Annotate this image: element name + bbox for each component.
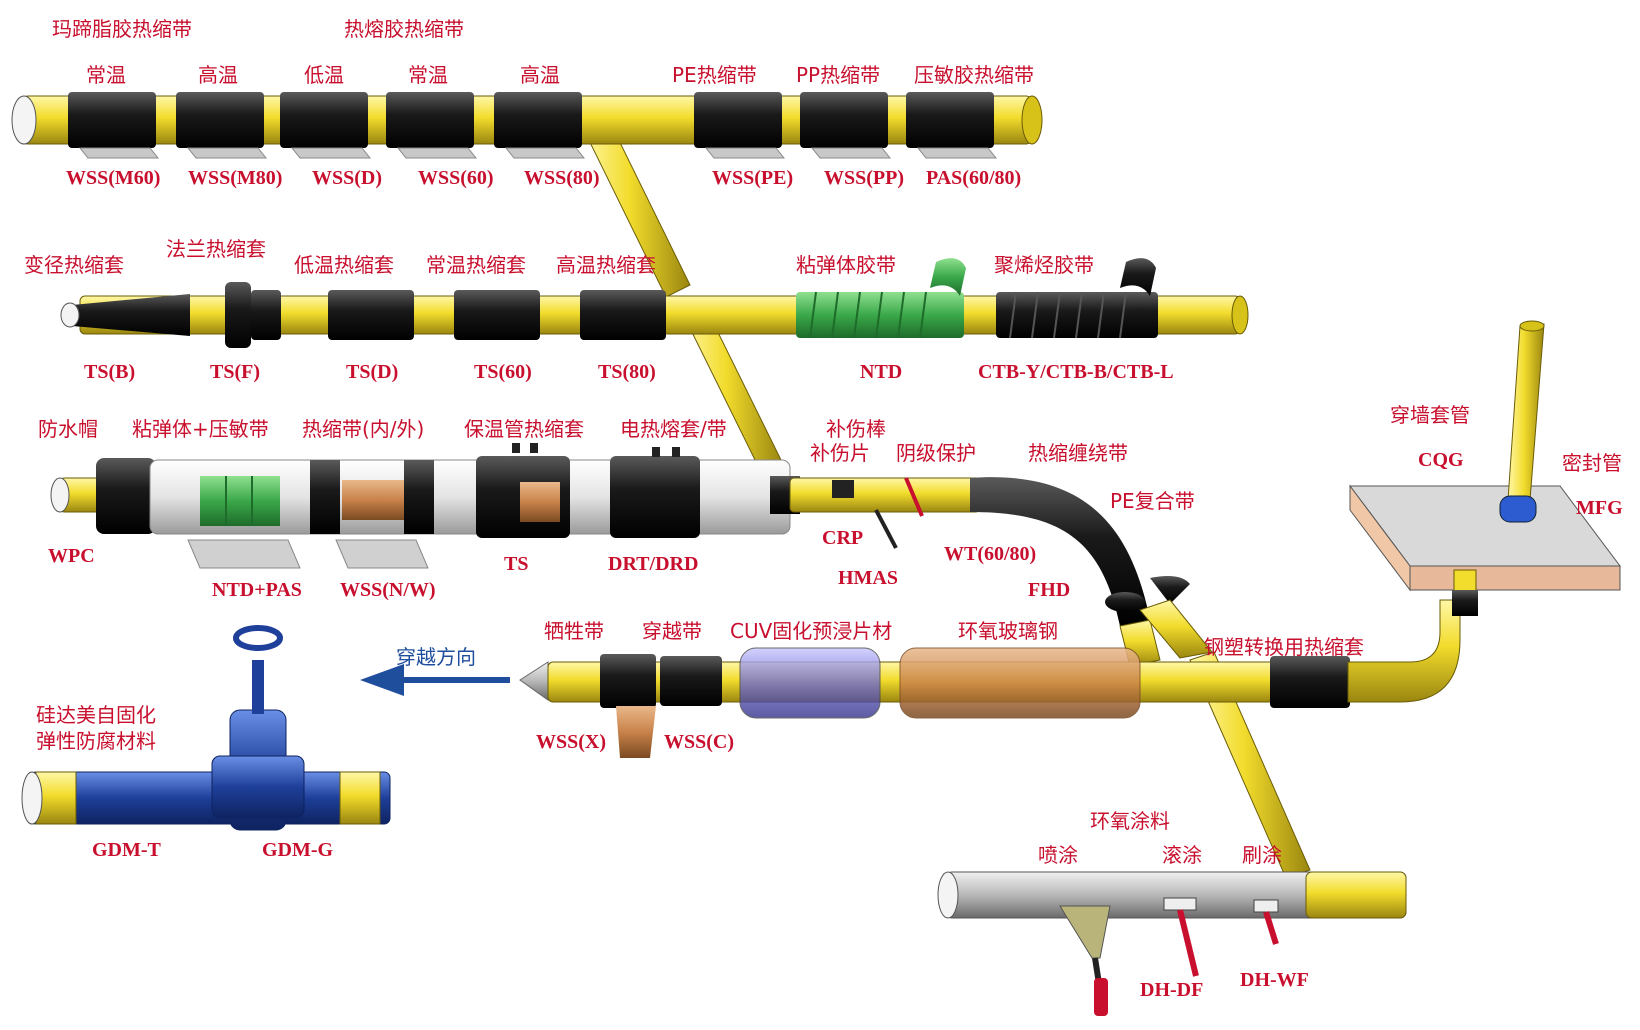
label-flange-sleeve: 法兰热缩套 — [166, 237, 266, 261]
code-ctb: CTB-Y/CTB-B/CTB-L — [978, 361, 1174, 383]
code-ts-b: TS(B) — [84, 361, 135, 383]
wall-penetration — [1349, 320, 1621, 616]
code-wss-m60: WSS(M60) — [66, 167, 160, 189]
label-roll: 滚涂 — [1162, 843, 1202, 867]
row4-pipe — [519, 599, 1461, 758]
label-brush: 刷涂 — [1242, 843, 1282, 867]
code-ntd: NTD — [860, 361, 902, 383]
code-crp: CRP — [822, 527, 863, 549]
label-low-temp: 低温 — [304, 63, 344, 87]
code-mfg: MFG — [1576, 497, 1623, 519]
label-pe-tape: PE热缩带 — [672, 63, 757, 87]
code-gdm-g: GDM-G — [262, 839, 334, 861]
code-ts-f: TS(F) — [210, 361, 260, 383]
label-normal-temp-1: 常温 — [86, 63, 126, 87]
label-viscoelastic-tape: 粘弹体胶带 — [796, 253, 896, 277]
wrapped-bend — [970, 477, 1150, 626]
row2-pipe — [60, 258, 1249, 348]
label-wrap-tape: 热缩缠绕带 — [1028, 441, 1128, 465]
label-seal-tube: 密封管 — [1562, 451, 1622, 475]
code-wss-80: WSS(80) — [524, 167, 600, 189]
label-sacrificial-tape: 牺牲带 — [544, 619, 604, 643]
row3-pipe — [50, 443, 1190, 667]
code-wss-pp: WSS(PP) — [824, 167, 904, 189]
label-high-temp-2: 高温 — [520, 63, 560, 87]
code-wss-x: WSS(X) — [536, 731, 606, 753]
label-silicone-line1: 硅达美自固化 — [36, 703, 156, 727]
labels: 玛蹄脂胶热缩带 热熔胶热缩带 常温 高温 低温 常温 高温 PE热缩带 PP热缩… — [24, 17, 1623, 1001]
label-normal-temp-2: 常温 — [408, 63, 448, 87]
label-steel-plastic: 钢塑转换用热缩套 — [1204, 635, 1364, 659]
label-cuv-sheet: CUV固化预浸片材 — [730, 619, 892, 643]
code-wss-pe: WSS(PE) — [712, 167, 793, 189]
code-ts-80: TS(80) — [598, 361, 656, 383]
code-wt-6080: WT(60/80) — [944, 543, 1036, 565]
code-gdm-t: GDM-T — [92, 839, 162, 861]
code-ts-60: TS(60) — [474, 361, 532, 383]
label-group-mastic: 玛蹄脂胶热缩带 — [52, 17, 192, 41]
label-repair-patch: 补伤片 — [810, 441, 870, 465]
label-waterproof-cap: 防水帽 — [38, 417, 98, 441]
crossing-direction-arrow — [360, 664, 510, 696]
label-pe-composite: PE复合带 — [1110, 489, 1195, 513]
label-crossing-tape: 穿越带 — [642, 619, 702, 643]
label-visco-psa: 粘弹体+压敏带 — [132, 417, 269, 441]
code-fhd: FHD — [1028, 579, 1070, 601]
label-high-temp-1: 高温 — [198, 63, 238, 87]
code-dh-wf: DH-WF — [1240, 969, 1309, 991]
code-ts-d: TS(D) — [346, 361, 398, 383]
label-group-hotmelt: 热熔胶热缩带 — [344, 17, 464, 41]
code-hmas: HMAS — [838, 567, 898, 589]
reducer-cone — [72, 294, 190, 336]
label-shrink-tape-inout: 热缩带(内/外) — [302, 417, 424, 441]
code-pas-6080: PAS(60/80) — [926, 167, 1021, 189]
flange — [225, 282, 251, 348]
label-epoxy-coating: 环氧涂料 — [1090, 809, 1170, 833]
label-repair-stick: 补伤棒 — [826, 417, 886, 441]
code-wss-c: WSS(C) — [664, 731, 734, 753]
code-wss-d: WSS(D) — [312, 167, 382, 189]
row1-tape-strips — [78, 147, 998, 159]
label-cathodic: 阴级保护 — [896, 441, 976, 465]
label-electrofusion: 电热熔套/带 — [620, 417, 727, 441]
label-silicone-line2: 弹性防腐材料 — [36, 729, 156, 753]
row1-pipe — [11, 92, 1043, 159]
code-drt-drd: DRT/DRD — [608, 553, 698, 575]
label-polyolefin-tape: 聚烯烃胶带 — [994, 253, 1094, 277]
label-epoxy-frp: 环氧玻璃钢 — [958, 619, 1058, 643]
connector-pipes — [579, 109, 1311, 879]
label-reducer-sleeve: 变径热缩套 — [24, 253, 124, 277]
label-crossing-direction: 穿越方向 — [396, 645, 476, 669]
code-wss-nw: WSS(N/W) — [340, 579, 436, 601]
label-pp-tape: PP热缩带 — [796, 63, 880, 87]
row1-wraps — [68, 92, 994, 148]
code-wpc: WPC — [48, 545, 95, 567]
code-cqg: CQG — [1418, 449, 1464, 471]
code-dh-df: DH-DF — [1140, 979, 1203, 1001]
label-low-temp-sleeve: 低温热缩套 — [294, 253, 394, 277]
label-spray: 喷涂 — [1038, 843, 1078, 867]
code-wss-m80: WSS(M80) — [188, 167, 282, 189]
valve-assembly — [21, 625, 391, 831]
label-psa-tape: 压敏胶热缩带 — [914, 63, 1034, 87]
epoxy-pipe — [937, 871, 1407, 1016]
code-wss-60: WSS(60) — [418, 167, 494, 189]
label-high-temp-sleeve: 高温热缩套 — [556, 253, 656, 277]
label-normal-temp-sleeve: 常温热缩套 — [426, 253, 526, 277]
code-ntd-pas: NTD+PAS — [212, 579, 302, 601]
code-ts: TS — [504, 553, 528, 575]
label-insulated-sleeve: 保温管热缩套 — [464, 417, 584, 441]
label-wall-sleeve: 穿墙套管 — [1390, 403, 1470, 427]
